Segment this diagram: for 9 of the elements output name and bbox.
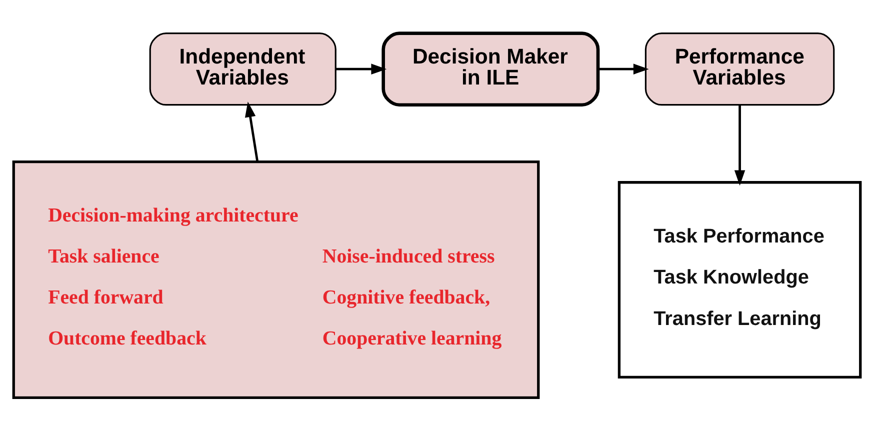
arrow: [336, 64, 387, 74]
arrow: [244, 102, 259, 162]
arrow: [734, 105, 746, 186]
node-box: Decision Maker in ILE: [382, 32, 600, 107]
arrow: [598, 64, 649, 74]
node-box: Performance Variables: [644, 32, 835, 106]
node-box: Task Performance Task Knowledge Transfer Learning: [618, 181, 862, 378]
node-box: Decision-making architecture Task salience Noise-induced stress Feed forward Cognitive feedback, Outcome feedback Cooperative learning: [12, 160, 540, 400]
node-box: Independent Variables: [149, 32, 336, 106]
